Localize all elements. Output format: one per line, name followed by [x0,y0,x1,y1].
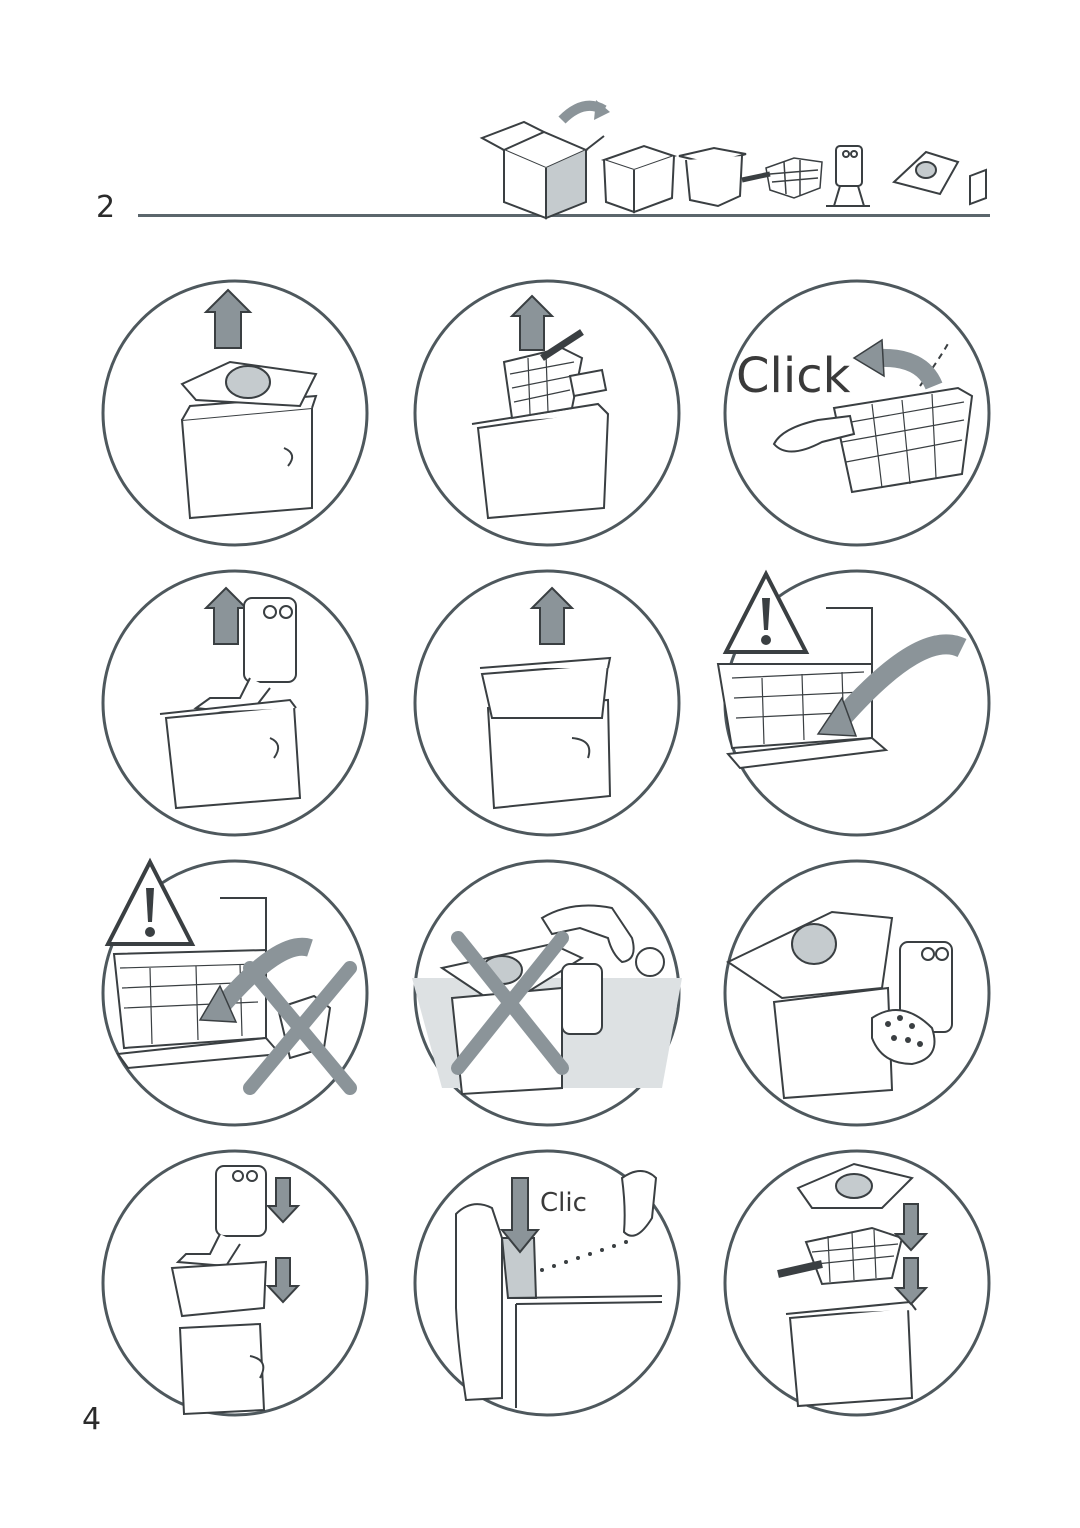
arrow-down-icon [499,1177,541,1254]
warning-icon [104,857,196,946]
step-reassemble-parts [101,1149,369,1417]
arrow-down-icon [265,1257,301,1304]
parts-overview [479,100,987,220]
step-basket-handle-click [723,279,991,547]
curved-arrow-icon [198,937,313,1023]
box-unpack-icon [479,100,610,220]
arrow-up-icon [509,294,555,351]
arrow-down-icon [893,1203,929,1252]
manual-icon [969,168,987,206]
step-no-dishwasher-body [101,857,369,1127]
fryer-body-icon [600,144,678,214]
curved-arrow-icon [816,634,967,737]
step-remove-heating-element [101,569,369,837]
clic-label: Clic [540,1188,587,1218]
click-label: Click [736,348,851,404]
curved-arrow-icon [852,338,943,390]
lid-icon [891,150,960,196]
warning-icon [722,569,810,654]
step-check-click-position [413,1149,681,1417]
step-remove-bowl [413,569,681,837]
step-number: 2 [96,190,116,225]
header-rule [138,214,990,217]
step-remove-basket [413,279,681,547]
step-replace-basket-lid [723,1149,991,1417]
step-no-water-immersion [412,859,682,1127]
cross-icon [243,961,357,1095]
arrow-down-icon [265,1177,301,1224]
oil-bowl-icon [678,146,747,208]
page-number: 4 [82,1402,102,1437]
basket-icon [741,157,823,199]
step-dishwasher-safe [716,569,991,837]
arrow-down-icon [893,1257,929,1306]
arrow-up-icon [529,586,575,645]
step-lift-with-cloth [723,859,991,1127]
arrow-up-icon [203,288,253,349]
step-remove-lid [101,279,369,547]
cross-icon [451,931,569,1075]
heating-element-icon [826,145,870,207]
